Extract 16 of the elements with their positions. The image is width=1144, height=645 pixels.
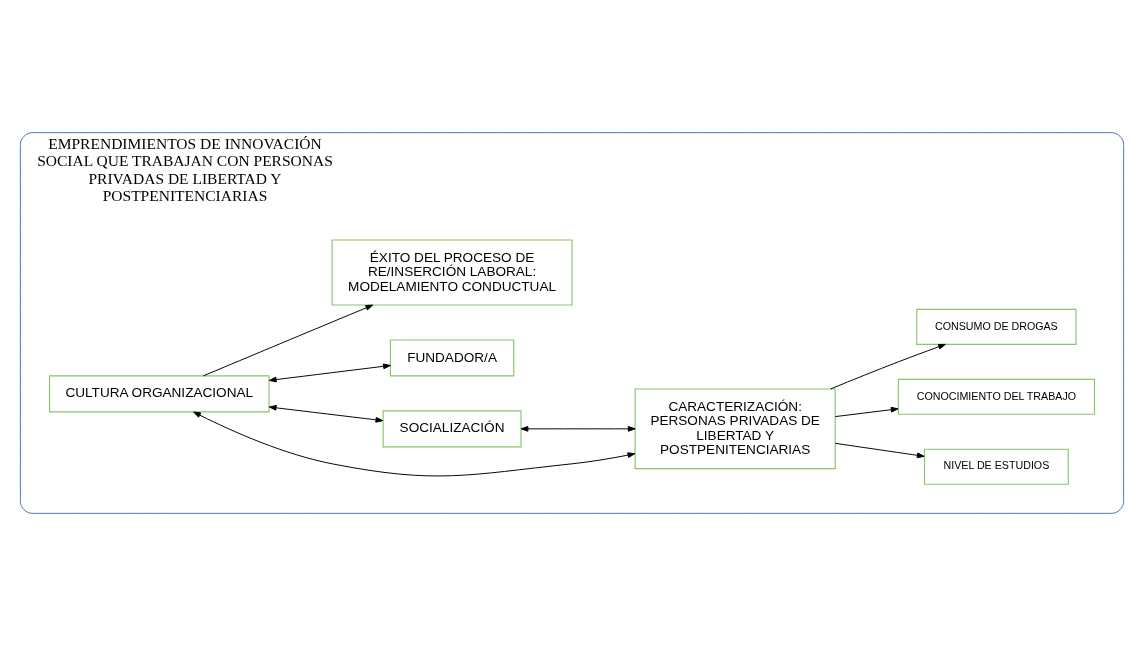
arrow	[202, 304, 374, 376]
arrow	[834, 406, 899, 417]
node-box: CARACTERIZACIÓN: PERSONAS PRIVADAS DE LIBERTAD Y POSTPENITENCIARIAS	[634, 387, 836, 469]
node-box: CONSUMO DE DROGAS	[916, 308, 1077, 345]
arrow	[520, 425, 636, 432]
node-box: ÉXITO DEL PROCESO DE RE/INSERCIÓN LABORAL: MODELAMIENTO CONDUCTUAL	[331, 238, 573, 306]
node-box: CONOCIMIENTO DEL TRABAJO	[897, 378, 1096, 415]
node-box: CULTURA ORGANIZACIONAL	[48, 374, 270, 412]
node-box: FUNDADOR/A	[389, 338, 515, 376]
arrow	[834, 442, 925, 458]
node-box: SOCIALIZACIÓN	[382, 409, 522, 447]
arrow	[193, 411, 636, 476]
node-box: NIVEL DE ESTUDIOS	[923, 448, 1069, 485]
arrow	[268, 362, 391, 382]
arrow	[830, 343, 946, 389]
arrow	[268, 404, 384, 423]
